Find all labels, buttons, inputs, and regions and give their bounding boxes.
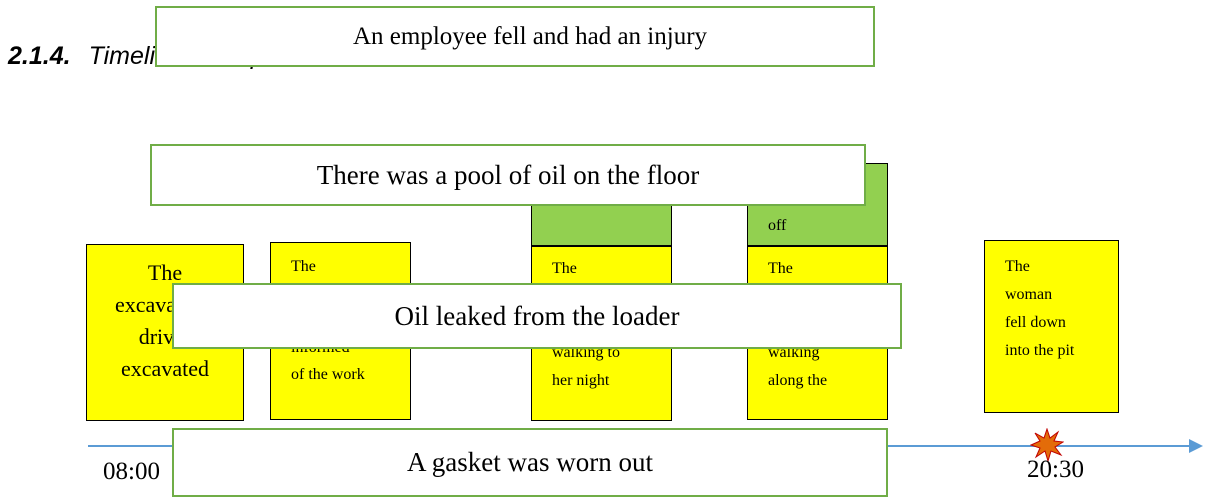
end-time: 20:30: [1027, 456, 1084, 483]
start-time: 08:00: [103, 458, 160, 485]
event-line: into the pit: [1005, 342, 1075, 359]
section-number: 2.1.4.: [8, 42, 71, 70]
event-line: The: [552, 260, 577, 277]
event-line: of the work: [291, 366, 365, 383]
event-line: The: [1005, 258, 1030, 275]
explosion-icon: [1030, 428, 1064, 462]
overlay-gasket: A gasket was worn out: [172, 428, 888, 497]
overlay-injury: An employee fell and had an injury: [155, 6, 875, 67]
event-line: The: [291, 258, 316, 275]
event-line: fell down: [1005, 314, 1066, 331]
timeline-arrow-icon: [1189, 439, 1203, 453]
event-line: her night: [552, 372, 610, 389]
event-box-5: The woman fell down into the pit: [984, 240, 1119, 413]
cause-box-2-text: off: [768, 217, 787, 234]
event-line: The: [147, 260, 183, 285]
event-line: The: [768, 260, 793, 277]
event-line: woman: [1005, 286, 1053, 303]
event-line: along the: [768, 372, 828, 389]
overlay-leak: Oil leaked from the loader: [172, 283, 902, 349]
event-line: excavated: [121, 356, 209, 381]
event-line: excava: [115, 292, 177, 317]
overlay-pool: There was a pool of oil on the floor: [150, 144, 866, 206]
